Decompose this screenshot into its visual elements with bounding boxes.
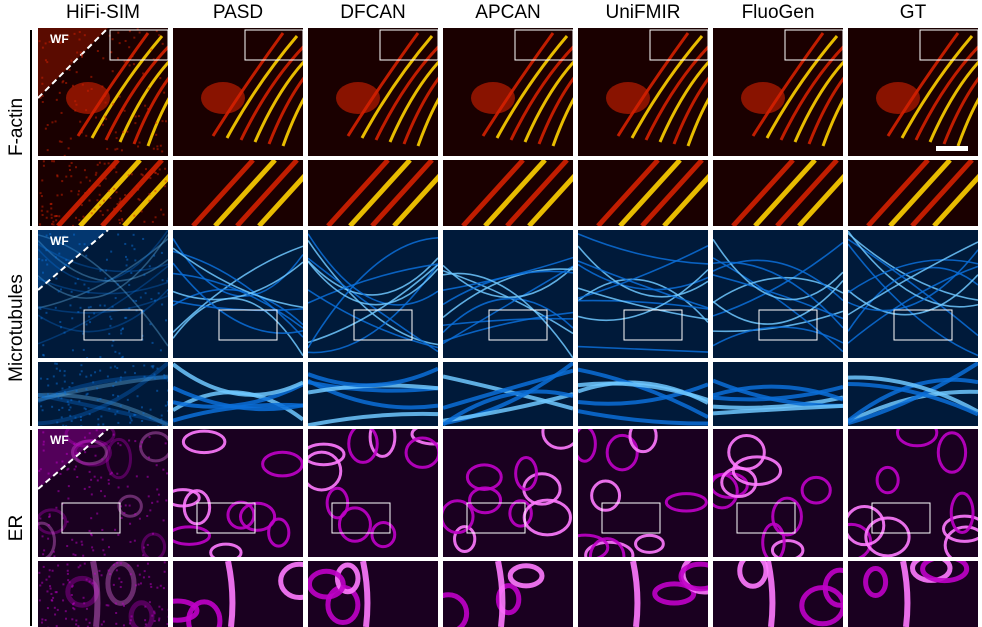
- roi-box: [758, 309, 818, 341]
- zoom-image-er-apcan: [443, 561, 573, 627]
- column-header-unifmir: UniFMIR: [605, 2, 681, 23]
- zoom-image-f-actin-unifmir: [578, 160, 708, 226]
- main-image-microtubules-unifmir: [578, 230, 708, 358]
- roi-box: [623, 309, 683, 341]
- wf-label: WF: [50, 32, 69, 46]
- zoom-image-er-fluogen: [713, 561, 843, 627]
- zoom-image-f-actin-gt: [848, 160, 978, 226]
- zoom-image-microtubules-fluogen: [713, 362, 843, 426]
- roi-box: [83, 309, 143, 341]
- row-label-er-wrap: ER: [0, 429, 34, 627]
- zoom-image-er-gt: [848, 561, 978, 627]
- wf-divider-line: [38, 230, 109, 291]
- roi-box: [196, 502, 256, 534]
- zoom-image-f-actin-dfcan: [308, 160, 438, 226]
- row-bracket-microtubules: [30, 230, 32, 426]
- main-image-f-actin-fluogen: [713, 28, 843, 156]
- zoom-image-microtubules-unifmir: [578, 362, 708, 426]
- main-image-f-actin-hifi-sim: WF: [38, 28, 168, 156]
- roi-box: [893, 309, 953, 341]
- main-image-f-actin-gt: [848, 28, 978, 156]
- zoom-image-er-pasd: [173, 561, 303, 627]
- zoom-image-er-dfcan: [308, 561, 438, 627]
- roi-box: [871, 502, 931, 534]
- main-image-er-unifmir: [578, 429, 708, 557]
- roi-box: [218, 309, 278, 341]
- wf-divider-line: [38, 429, 109, 490]
- wf-label: WF: [50, 234, 69, 248]
- main-image-microtubules-apcan: [443, 230, 573, 358]
- roi-box: [514, 29, 573, 61]
- main-image-microtubules-hifi-sim: WF: [38, 230, 168, 358]
- column-header-fluogen: FluoGen: [741, 2, 815, 23]
- wf-label: WF: [50, 433, 69, 447]
- main-image-microtubules-pasd: [173, 230, 303, 358]
- zoom-image-er-unifmir: [578, 561, 708, 627]
- zoom-image-f-actin-apcan: [443, 160, 573, 226]
- row-label-microtubules-wrap: Microtubules: [0, 230, 34, 426]
- roi-box: [601, 502, 661, 534]
- roi-box: [919, 29, 978, 61]
- column-header-hifi-sim: HiFi-SIM: [66, 2, 140, 23]
- main-image-er-apcan: [443, 429, 573, 557]
- zoom-image-microtubules-pasd: [173, 362, 303, 426]
- roi-box: [244, 29, 303, 61]
- zoom-image-f-actin-pasd: [173, 160, 303, 226]
- scale-bar: [936, 146, 968, 151]
- main-image-f-actin-pasd: [173, 28, 303, 156]
- main-image-microtubules-gt: [848, 230, 978, 358]
- roi-box: [736, 502, 796, 534]
- roi-box: [61, 502, 121, 534]
- zoom-image-microtubules-dfcan: [308, 362, 438, 426]
- row-bracket-er: [30, 430, 32, 626]
- roi-box: [649, 29, 708, 61]
- row-bracket-f-actin: [30, 30, 32, 226]
- zoom-image-microtubules-hifi-sim: [38, 362, 168, 426]
- main-image-er-pasd: [173, 429, 303, 557]
- roi-box: [488, 309, 548, 341]
- column-header-gt: GT: [899, 2, 927, 23]
- main-image-f-actin-apcan: [443, 28, 573, 156]
- roi-box: [331, 502, 391, 534]
- roi-box: [109, 29, 168, 61]
- roi-box: [353, 309, 413, 341]
- row-label-f-actin: F-actin: [6, 97, 27, 157]
- main-image-er-dfcan: [308, 429, 438, 557]
- zoom-image-f-actin-hifi-sim: [38, 160, 168, 226]
- zoom-image-microtubules-gt: [848, 362, 978, 426]
- main-image-f-actin-unifmir: [578, 28, 708, 156]
- roi-box: [466, 502, 526, 534]
- wf-divider-line: [38, 28, 109, 99]
- zoom-image-microtubules-apcan: [443, 362, 573, 426]
- main-image-microtubules-dfcan: [308, 230, 438, 358]
- main-image-er-hifi-sim: WF: [38, 429, 168, 557]
- main-image-f-actin-dfcan: [308, 28, 438, 156]
- main-image-er-fluogen: [713, 429, 843, 557]
- roi-box: [379, 29, 438, 61]
- main-image-microtubules-fluogen: [713, 230, 843, 358]
- row-label-f-actin-wrap: F-actin: [0, 28, 34, 226]
- roi-box: [784, 29, 843, 61]
- column-header-dfcan: DFCAN: [340, 2, 406, 23]
- column-header-pasd: PASD: [212, 2, 264, 23]
- zoom-image-f-actin-fluogen: [713, 160, 843, 226]
- zoom-image-er-hifi-sim: [38, 561, 168, 627]
- row-label-er: ER: [6, 514, 27, 542]
- row-label-microtubules: Microtubules: [6, 274, 27, 382]
- main-image-er-gt: [848, 429, 978, 557]
- column-header-apcan: APCAN: [475, 2, 541, 23]
